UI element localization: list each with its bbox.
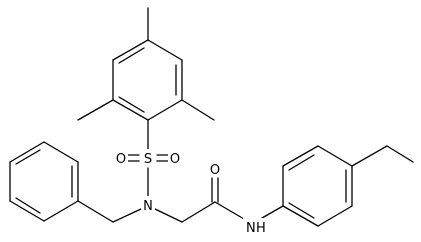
mesityl-ring — [112, 39, 183, 121]
amide-n-to-aryl-bond — [261, 205, 284, 219]
amide-hydrogen-label: H — [256, 221, 266, 236]
carbonyl-to-amide-n-bond — [214, 201, 245, 220]
methyl-left — [77, 99, 114, 121]
carbonyl-double-bond — [211, 177, 219, 203]
ethyl-group — [351, 145, 414, 167]
carbonyl-oxygen-label: O — [210, 163, 220, 178]
n-to-ch2-bond — [154, 208, 183, 223]
sulfonyl-oxygen-right-label: O — [170, 152, 180, 167]
methyl-right — [181, 99, 215, 121]
n-to-benzyl-ch2-bond — [112, 208, 142, 223]
sulfonamide-nitrogen-label: N — [143, 199, 153, 214]
sulfur-atom-label: S — [144, 152, 152, 167]
sulfonyl-double-bonds — [126, 154, 170, 162]
sulfonyl-oxygen-left-label: O — [116, 152, 126, 167]
ethylphenyl-ring — [282, 145, 353, 227]
benzyl-phenyl-ring — [9, 141, 79, 222]
atom-labels: S O O N O N H — [114, 149, 267, 236]
methyl-groups — [77, 7, 215, 121]
benzyl-ch2-bond — [77, 200, 114, 223]
amide-nitrogen-label: N — [246, 221, 256, 236]
ch2-to-carbonyl-bond — [181, 201, 216, 223]
